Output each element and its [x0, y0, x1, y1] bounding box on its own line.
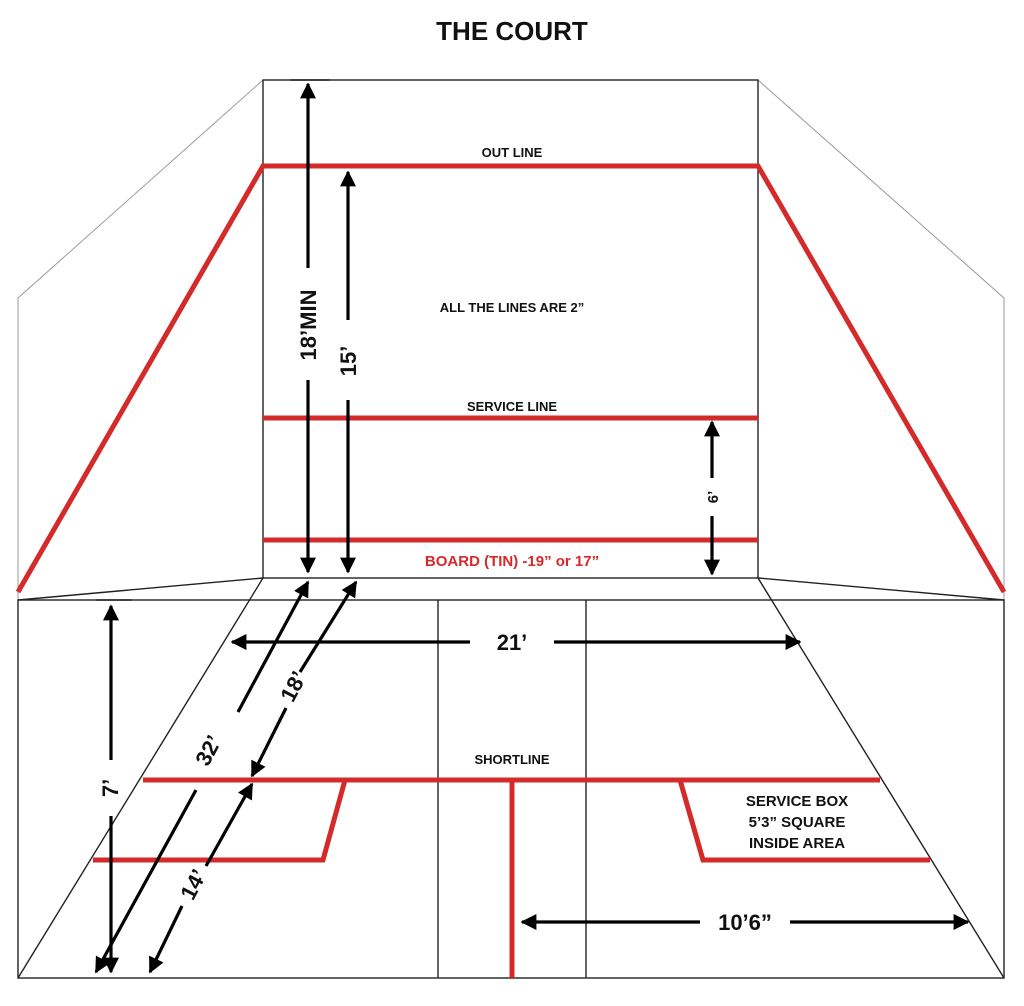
back-distance-label: 14’ — [175, 865, 211, 904]
out-line — [15, 163, 1007, 594]
service-box-label-3: INSIDE AREA — [749, 835, 845, 852]
diagram-title: THE COURT — [436, 16, 588, 46]
shortline-label: SHORTLINE — [474, 752, 549, 767]
right-side-wall-outline — [757, 79, 1005, 600]
left-service-box — [93, 779, 348, 863]
width-label: 21’ — [497, 630, 528, 655]
service-box-label-2: 5’3” SQUARE — [749, 814, 846, 831]
back-height-label: 7’ — [98, 779, 123, 797]
floor-right-joint — [757, 577, 1005, 601]
back-distance-arrow-bottom — [148, 905, 184, 974]
length-arrow-bottom — [94, 789, 198, 974]
board-label: BOARD (TIN) -19” or 17” — [425, 553, 599, 570]
half-width-label: 10’6” — [718, 910, 772, 935]
shortline-distance-arrow-top — [298, 580, 358, 673]
floor-left-perspective — [17, 577, 264, 979]
shortline-distance-arrow-bottom — [250, 707, 288, 778]
front-height-label: 15’ — [336, 346, 361, 377]
service-box-label-1: SERVICE BOX — [746, 793, 848, 810]
shortline-distance-label: 18’ — [275, 667, 311, 706]
length-arrow-top — [236, 580, 310, 713]
left-side-wall-outline — [17, 79, 264, 600]
line-width-note: ALL THE LINES ARE 2” — [440, 300, 584, 315]
front-wall — [262, 79, 759, 579]
min-height-label: 18’MIN — [296, 290, 321, 361]
out-line-label: OUT LINE — [482, 145, 543, 160]
service-line-label: SERVICE LINE — [467, 399, 557, 414]
dimension-arrows — [94, 79, 970, 974]
length-label: 32’ — [190, 731, 226, 770]
court-lines — [15, 163, 1007, 978]
back-distance-arrow-top — [204, 782, 254, 867]
floor-left-joint — [17, 577, 264, 601]
service-height-label: 6’ — [705, 491, 722, 504]
right-service-box — [677, 779, 930, 863]
